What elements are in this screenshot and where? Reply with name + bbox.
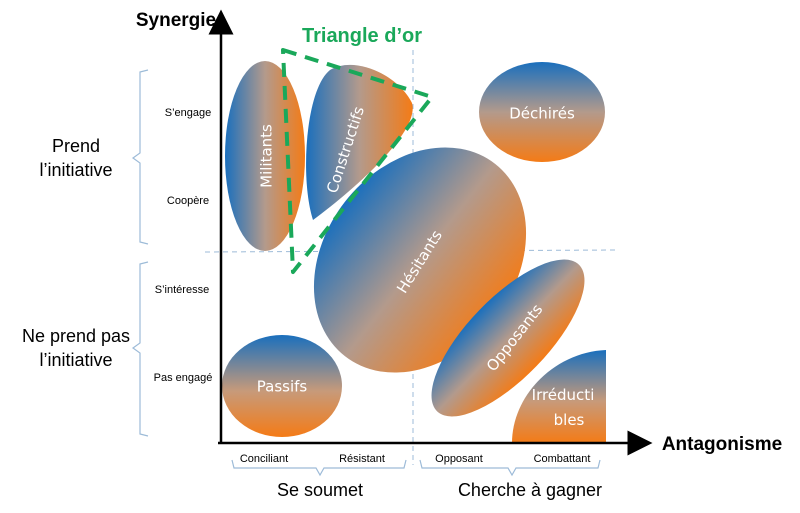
irreductibles-label-line1: Irréducti <box>532 386 595 404</box>
left-bracket-bottom <box>131 261 149 437</box>
y-axis-title: Synergie <box>136 10 216 31</box>
golden-triangle-title: Triangle d’or <box>302 25 422 47</box>
y-level-sinteresse: S’intéresse <box>155 284 209 296</box>
hesitants-shape <box>313 147 527 373</box>
irreductibles-label-line2: bles <box>554 411 585 429</box>
irreductibles-shape <box>512 350 606 443</box>
x-axis-title: Antagonisme <box>662 434 782 455</box>
constructifs-shape <box>306 64 413 221</box>
x-level-conciliant: Conciliant <box>240 453 288 465</box>
left-bracket-top <box>131 69 149 245</box>
golden-triangle-outline <box>281 48 434 274</box>
y-level-coopere: Coopère <box>167 195 209 207</box>
y-level-pas-engage: Pas engagé <box>154 372 213 384</box>
passifs-shape <box>222 335 342 437</box>
dechires-shape <box>479 62 605 162</box>
militants-label: Militants <box>258 124 276 188</box>
militants-shape <box>225 61 305 251</box>
dechires-label: Déchirés <box>509 105 575 123</box>
left-group-1-line2: l’initiative <box>39 160 112 180</box>
x-level-resistant: Résistant <box>339 453 385 465</box>
x-level-combattant: Combattant <box>534 453 591 465</box>
bottom-group-cherche-a-gagner: Cherche à gagner <box>458 480 602 500</box>
y-level-sengage: S’engage <box>165 107 212 119</box>
x-level-opposant: Opposant <box>435 453 483 465</box>
left-group-1-line1: Prend <box>52 136 100 156</box>
bottom-bracket-left <box>231 459 407 477</box>
left-group-2-line2: l’initiative <box>39 350 112 370</box>
opposants-shape <box>431 259 585 417</box>
left-group-2-line1: Ne prend pas <box>22 326 130 346</box>
passifs-label: Passifs <box>257 378 308 396</box>
bottom-group-se-soumet: Se soumet <box>277 480 363 500</box>
bottom-bracket-right <box>419 459 601 477</box>
